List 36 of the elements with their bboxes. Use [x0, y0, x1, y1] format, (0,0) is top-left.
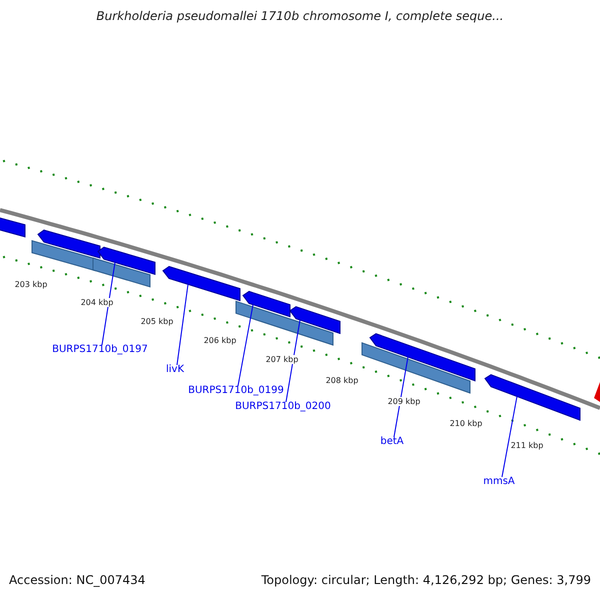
scale-label: 209 kbp: [386, 397, 422, 406]
leader-line: [394, 356, 408, 438]
gene-feature: [289, 306, 340, 334]
gene-label: BURPS1710b_0197: [52, 344, 148, 356]
gene-bar: [236, 300, 334, 346]
scale-label: 203 kbp: [14, 280, 48, 290]
footer-text: Accession: NC_007434: [9, 574, 146, 588]
gene-label: BURPS1710b_0199: [188, 385, 284, 396]
footer-text: Topology: circular; Length: 4,126,292 bp; Genes: 3,799: [261, 574, 591, 588]
gene-bar: [362, 342, 470, 394]
gene-feature: [97, 246, 156, 275]
scale-label: 204 kbp: [80, 298, 114, 308]
gene-label: mmsA: [483, 476, 515, 488]
scale-label: 206 kbp: [202, 336, 238, 346]
gene-feature: [242, 290, 290, 318]
gene-feature: [484, 374, 580, 421]
gene-bar: [92, 257, 150, 288]
scale-label: 210 kbp: [448, 419, 484, 428]
scale-label: 207 kbp: [264, 355, 300, 364]
gene-label: BURPS1710b_0200: [235, 401, 331, 412]
scale-label: 211 kbp: [510, 441, 544, 450]
leader-line: [502, 396, 518, 478]
leader-line: [286, 320, 300, 402]
gene-feature: [369, 333, 476, 382]
gene-bar: [32, 240, 96, 272]
scale-label: 208 kbp: [324, 376, 360, 386]
title: Burkholderia pseudomallei 1710b chromosome I, complete seque...: [96, 10, 504, 24]
gene-feature: [37, 230, 100, 259]
gene-label: livK: [166, 364, 184, 376]
gene-feature: [0, 216, 26, 238]
leader-line: [102, 262, 116, 346]
leader-line: [176, 284, 188, 366]
gene-feature: [162, 266, 240, 302]
scale-label: 205 kbp: [140, 317, 174, 326]
leader-line: [238, 304, 254, 386]
gene-label: betA: [380, 436, 404, 448]
